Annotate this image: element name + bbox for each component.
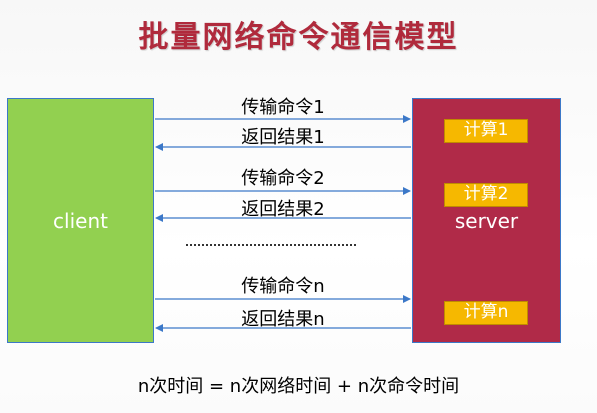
- client-label: client: [53, 208, 108, 233]
- calc-2-box: 计算2: [444, 183, 528, 207]
- diagram-title: 批量网络命令通信模型: [138, 20, 459, 55]
- request-label-2: 传输命令2: [241, 168, 325, 189]
- server-box: 计算1 计算2 server 计算n: [412, 98, 561, 343]
- server-label: server: [454, 209, 519, 233]
- response-label-2: 返回结果2: [241, 199, 325, 220]
- request-label-n: 传输命令n: [241, 276, 325, 297]
- request-label-1: 传输命令1: [241, 97, 325, 118]
- calc-1-box: 计算1: [444, 119, 528, 143]
- calc-n-box: 计算n: [444, 301, 528, 325]
- formula-text: n次时间 = n次网络时间 + n次命令时间: [137, 376, 460, 397]
- response-label-n: 返回结果n: [241, 309, 325, 330]
- client-box: client: [7, 98, 154, 343]
- ellipsis-divider: [186, 244, 356, 246]
- response-label-1: 返回结果1: [241, 127, 325, 148]
